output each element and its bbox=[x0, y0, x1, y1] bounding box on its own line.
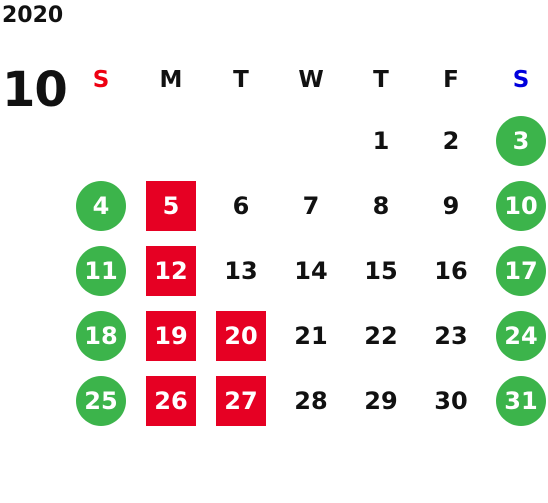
date-cell: 11 bbox=[66, 238, 136, 303]
date-cell-empty bbox=[276, 108, 346, 173]
date-label: 31 bbox=[496, 375, 546, 426]
date-label: 1 bbox=[372, 126, 390, 155]
date-label: 18 bbox=[76, 310, 126, 361]
date-label: 29 bbox=[364, 386, 398, 415]
date-cell: 17 bbox=[486, 238, 548, 303]
calendar-grid: S M T W T F S 1 2 3 4 5 6 7 8 9 10 11 bbox=[66, 52, 548, 433]
year-label: 2020 bbox=[2, 3, 64, 28]
date-label: 25 bbox=[76, 375, 126, 426]
date-label: 20 bbox=[216, 310, 266, 361]
date-cell: 19 bbox=[136, 303, 206, 368]
date-cell: 1 bbox=[346, 108, 416, 173]
date-cell: 30 bbox=[416, 368, 486, 433]
date-cell: 8 bbox=[346, 173, 416, 238]
date-cell-empty bbox=[136, 108, 206, 173]
date-label: 27 bbox=[216, 375, 266, 426]
date-cell: 24 bbox=[486, 303, 548, 368]
weekday-header-thursday: T bbox=[373, 67, 389, 93]
date-label: 11 bbox=[76, 245, 126, 296]
date-cell: 20 bbox=[206, 303, 276, 368]
date-cell: 14 bbox=[276, 238, 346, 303]
date-label: 3 bbox=[496, 115, 546, 166]
weekday-header-tuesday: T bbox=[233, 67, 249, 93]
date-cell: 26 bbox=[136, 368, 206, 433]
date-cell: 4 bbox=[66, 173, 136, 238]
date-cell: 18 bbox=[66, 303, 136, 368]
date-cell: 2 bbox=[416, 108, 486, 173]
date-label: 21 bbox=[294, 321, 328, 350]
date-cell-empty bbox=[206, 108, 276, 173]
date-label bbox=[286, 116, 336, 166]
date-label bbox=[146, 116, 196, 166]
date-cell: 12 bbox=[136, 238, 206, 303]
date-label: 17 bbox=[496, 245, 546, 296]
date-label: 23 bbox=[434, 321, 468, 350]
date-cell: 15 bbox=[346, 238, 416, 303]
weekday-header-monday: M bbox=[159, 67, 183, 93]
month-label: 10 bbox=[2, 62, 68, 118]
date-label: 14 bbox=[294, 256, 328, 285]
date-cell: 22 bbox=[346, 303, 416, 368]
date-label: 10 bbox=[496, 180, 546, 231]
date-label: 13 bbox=[224, 256, 258, 285]
date-cell: 23 bbox=[416, 303, 486, 368]
date-cell: 7 bbox=[276, 173, 346, 238]
date-label bbox=[76, 116, 126, 166]
date-label: 9 bbox=[442, 191, 460, 220]
date-label: 26 bbox=[146, 375, 196, 426]
date-label: 12 bbox=[146, 245, 196, 296]
weekday-header-saturday: S bbox=[512, 67, 530, 93]
date-label: 8 bbox=[372, 191, 390, 220]
date-label: 22 bbox=[364, 321, 398, 350]
date-label: 4 bbox=[76, 180, 126, 231]
date-label: 16 bbox=[434, 256, 468, 285]
date-cell: 29 bbox=[346, 368, 416, 433]
date-cell: 28 bbox=[276, 368, 346, 433]
date-cell: 27 bbox=[206, 368, 276, 433]
date-label: 30 bbox=[434, 386, 468, 415]
weekday-header-friday: F bbox=[443, 67, 459, 93]
date-cell: 25 bbox=[66, 368, 136, 433]
date-label bbox=[216, 116, 266, 166]
date-label: 6 bbox=[232, 191, 250, 220]
weekday-header-wednesday: W bbox=[298, 67, 324, 93]
date-label: 24 bbox=[496, 310, 546, 361]
date-label: 5 bbox=[146, 180, 196, 231]
date-cell: 16 bbox=[416, 238, 486, 303]
date-label: 7 bbox=[302, 191, 320, 220]
date-cell: 3 bbox=[486, 108, 548, 173]
date-cell: 5 bbox=[136, 173, 206, 238]
date-label: 2 bbox=[442, 126, 460, 155]
date-label: 19 bbox=[146, 310, 196, 361]
date-cell: 9 bbox=[416, 173, 486, 238]
date-cell: 31 bbox=[486, 368, 548, 433]
date-cell: 10 bbox=[486, 173, 548, 238]
date-label: 15 bbox=[364, 256, 398, 285]
date-cell: 13 bbox=[206, 238, 276, 303]
date-label: 28 bbox=[294, 386, 328, 415]
date-cell: 21 bbox=[276, 303, 346, 368]
date-cell-empty bbox=[66, 108, 136, 173]
date-cell: 6 bbox=[206, 173, 276, 238]
weekday-header-sunday: S bbox=[92, 67, 110, 93]
